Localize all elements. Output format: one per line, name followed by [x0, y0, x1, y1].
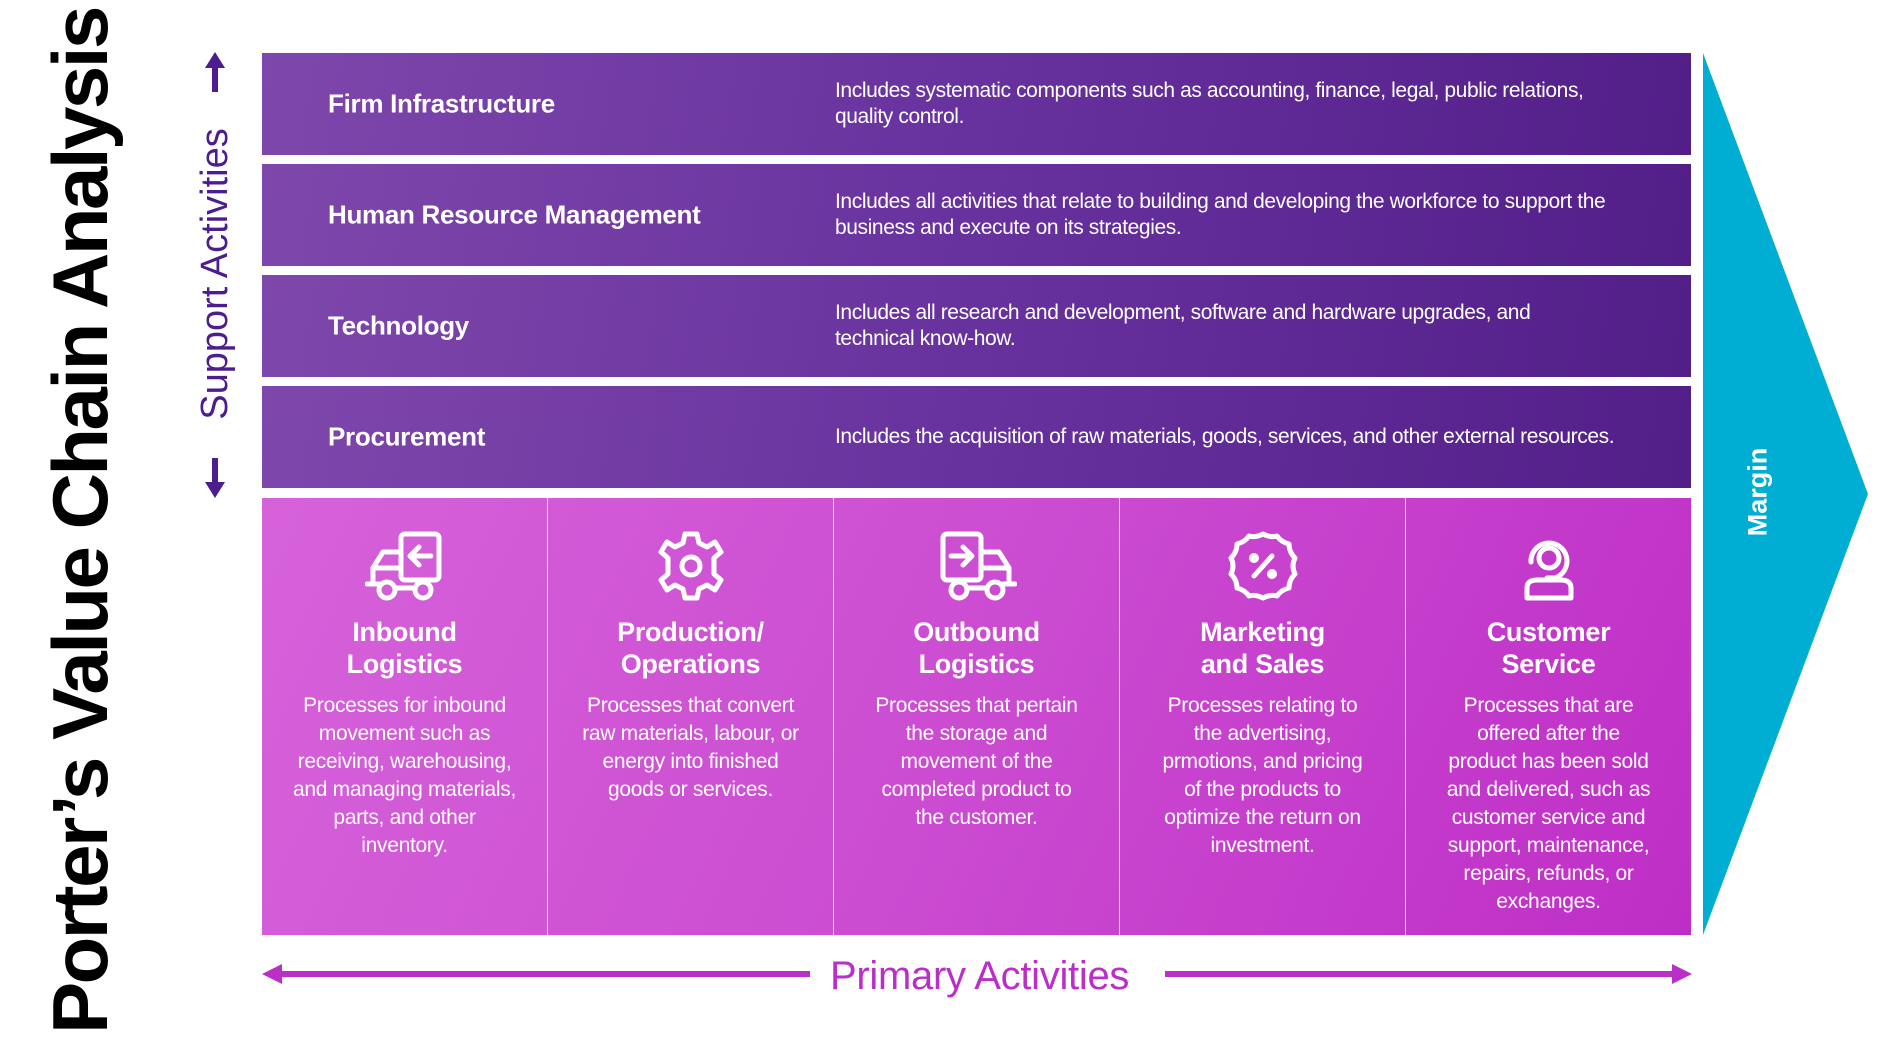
primary-activities-panel: Inbound Logistics Processes for inbound … — [262, 498, 1691, 935]
support-description: Includes all research and development, s… — [835, 301, 1531, 350]
primary-description: Processes relating to the advertising, p… — [1162, 694, 1363, 857]
support-activities-axis: Support Activities — [192, 52, 238, 498]
truck-inbound-icon — [364, 531, 441, 601]
primary-col-customer-service: Customer Service Processes that are offe… — [1406, 498, 1691, 935]
support-description: Includes systematic components such as a… — [835, 79, 1584, 128]
support-name: Technology — [328, 310, 469, 341]
primary-title: Customer Service — [1486, 617, 1611, 679]
double-arrow-horizontal-icon — [262, 964, 1692, 984]
primary-title: Production/ Operations — [617, 617, 764, 679]
arrow-up-icon — [205, 52, 225, 92]
page-title: Porter’s Value Chain Analysis — [36, 8, 124, 1034]
support-description: Includes the acquisition of raw material… — [835, 425, 1615, 448]
primary-title: Inbound Logistics — [346, 617, 463, 679]
support-row-technology: Technology Includes all research and dev… — [262, 275, 1691, 377]
primary-title: Outbound Logistics — [913, 617, 1040, 679]
gear-icon — [658, 531, 723, 601]
support-row-procurement: Procurement Includes the acquisition of … — [262, 386, 1691, 488]
arrow-down-icon — [205, 458, 225, 498]
support-name: Human Resource Management — [328, 199, 701, 230]
primary-col-inbound-logistics: Inbound Logistics Processes for inbound … — [262, 498, 548, 935]
margin-label: Margin — [1742, 447, 1773, 537]
primary-description: Processes that convert raw materials, la… — [582, 694, 799, 801]
support-name: Procurement — [328, 421, 486, 452]
truck-outbound-icon — [940, 531, 1017, 601]
support-description: Includes all activities that relate to b… — [835, 190, 1606, 239]
customer-support-icon — [1524, 540, 1573, 601]
title-container: Porter’s Value Chain Analysis — [36, 8, 124, 1034]
support-activities-label: Support Activities — [194, 128, 236, 420]
primary-col-outbound-logistics: Outbound Logistics Processes that pertai… — [834, 498, 1120, 935]
primary-title: Marketing and Sales — [1200, 617, 1325, 679]
support-row-firm-infrastructure: Firm Infrastructure Includes systematic … — [262, 53, 1691, 155]
discount-badge-icon — [1228, 531, 1297, 601]
primary-activities-label: Primary Activities — [830, 954, 1130, 998]
support-row-human-resource-management: Human Resource Management Includes all a… — [262, 164, 1691, 266]
primary-description: Processes that pertain the storage and m… — [875, 694, 1078, 829]
primary-description: Processes for inbound movement such as r… — [292, 694, 517, 857]
primary-col-marketing-sales: Marketing and Sales Processes relating t… — [1120, 498, 1406, 935]
primary-col-production-operations: Production/ Operations Processes that co… — [548, 498, 834, 935]
primary-activities-axis: Primary Activities — [262, 950, 1692, 1000]
support-name: Firm Infrastructure — [328, 88, 555, 119]
primary-description: Processes that are offered after the pro… — [1446, 694, 1651, 913]
margin-arrow — [1703, 53, 1868, 935]
